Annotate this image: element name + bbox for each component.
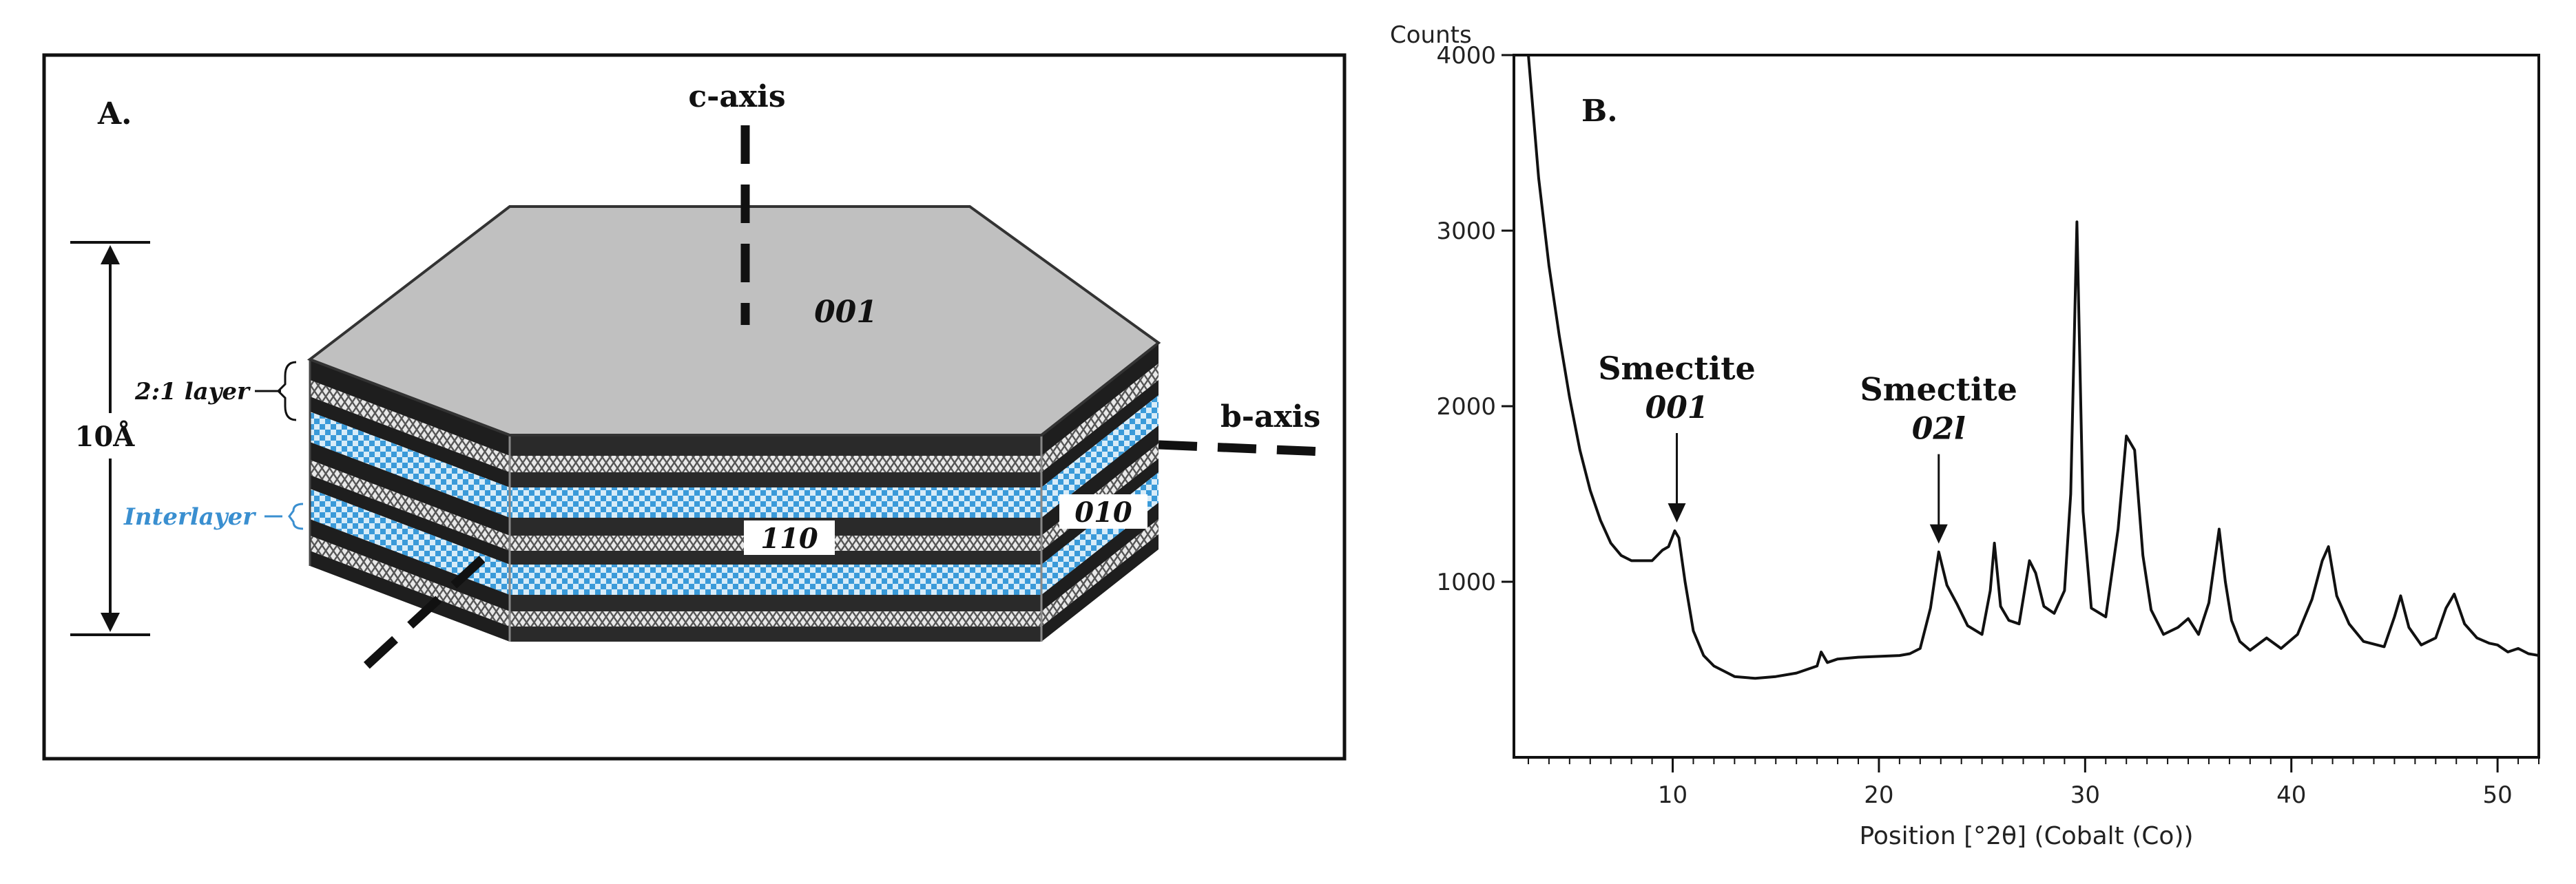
front-dark-sheet-4	[510, 551, 1041, 565]
c-axis-label: c-axis	[688, 79, 785, 114]
annotation-arrow-head	[1668, 503, 1686, 523]
x-tick-label: 10	[1658, 781, 1687, 809]
right-lattice-3	[1041, 519, 1159, 627]
b-axis-line	[1158, 440, 1323, 456]
annotation-index: 001	[1645, 390, 1709, 425]
front-lattice-3	[510, 611, 1041, 627]
left-dark-sheet-1	[310, 359, 510, 456]
front-lattice-1	[510, 456, 1041, 472]
spacing-label: 10Å	[75, 421, 136, 453]
face-110-box	[744, 520, 835, 555]
x-tick-label: 50	[2482, 781, 2512, 809]
a-axis-line	[355, 556, 486, 677]
annotation-arrow-head	[1929, 524, 1948, 544]
left-lattice-3	[310, 536, 510, 627]
right-dark-sheet-5	[1041, 503, 1159, 611]
x-tick-label: 30	[2070, 781, 2100, 809]
left-interlayer-1	[310, 412, 510, 518]
front-dark-sheet-6	[510, 627, 1041, 642]
right-interlayer-1	[1041, 395, 1159, 518]
x-tick-label: 40	[2276, 781, 2306, 809]
front-dark-sheet-1	[510, 435, 1041, 456]
right-dark-sheet-2	[1041, 380, 1159, 487]
panel-b-label: B.	[1581, 94, 1618, 129]
left-dark-sheet-3	[310, 442, 510, 536]
interlayer-brace	[288, 503, 304, 530]
left-dark-sheet-6	[310, 551, 510, 642]
y-tick-label: 1000	[1436, 569, 1496, 596]
y-axis-label: Counts	[1390, 21, 1472, 49]
b-axis-label: b-axis	[1221, 399, 1320, 434]
x-axis-label: Position [°2θ] (Cobalt (Co))	[1859, 822, 2193, 850]
annotation-name: Smectite	[1860, 371, 2017, 408]
xrd-pattern-line	[1527, 54, 2539, 680]
layer-brace	[276, 361, 297, 421]
x-tick-label: 20	[1864, 781, 1893, 809]
face-010-box	[1059, 494, 1147, 529]
left-lattice-2	[310, 460, 510, 551]
panel-a-frame	[42, 53, 1347, 761]
annotation-name: Smectite	[1598, 350, 1755, 387]
spacing-arrow-down	[101, 613, 120, 632]
panel-a-label: A.	[97, 96, 132, 131]
left-lattice-1	[310, 380, 510, 472]
front-dark-sheet-5	[510, 595, 1041, 611]
spacing-arrow-up	[101, 245, 120, 264]
front-dark-sheet-2	[510, 472, 1041, 487]
y-tick-label: 3000	[1436, 218, 1496, 245]
left-dark-sheet-2	[310, 397, 510, 487]
face-001-label: 001	[814, 295, 877, 330]
left-interlayer-2	[310, 489, 510, 595]
panel-a-diagram: A.	[42, 53, 1347, 761]
top-face	[307, 205, 1161, 436]
right-dark-sheet-1	[1041, 343, 1159, 456]
y-tick-label: 2000	[1436, 393, 1496, 421]
interlayer-label: Interlayer	[123, 503, 256, 531]
annotation-index: 02l	[1912, 412, 1966, 447]
front-interlayer-1	[510, 487, 1041, 518]
face-110-label: 110	[760, 523, 818, 555]
right-lattice-1	[1041, 364, 1159, 472]
left-dark-sheet-5	[310, 519, 510, 611]
y-tick-label: 4000	[1436, 42, 1496, 70]
left-dark-sheet-4	[310, 475, 510, 565]
right-dark-sheet-6	[1041, 534, 1159, 642]
face-010-label: 010	[1074, 496, 1132, 529]
front-interlayer-2	[510, 565, 1041, 595]
layer-label: 2:1 layer	[134, 378, 251, 406]
